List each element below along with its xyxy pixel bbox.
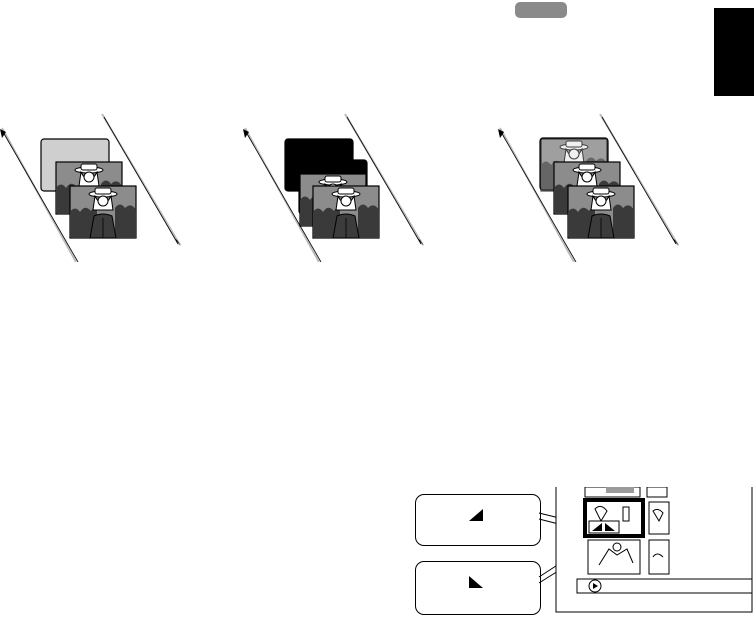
play-icon [589,580,601,592]
thumbnail-panel [555,487,754,616]
